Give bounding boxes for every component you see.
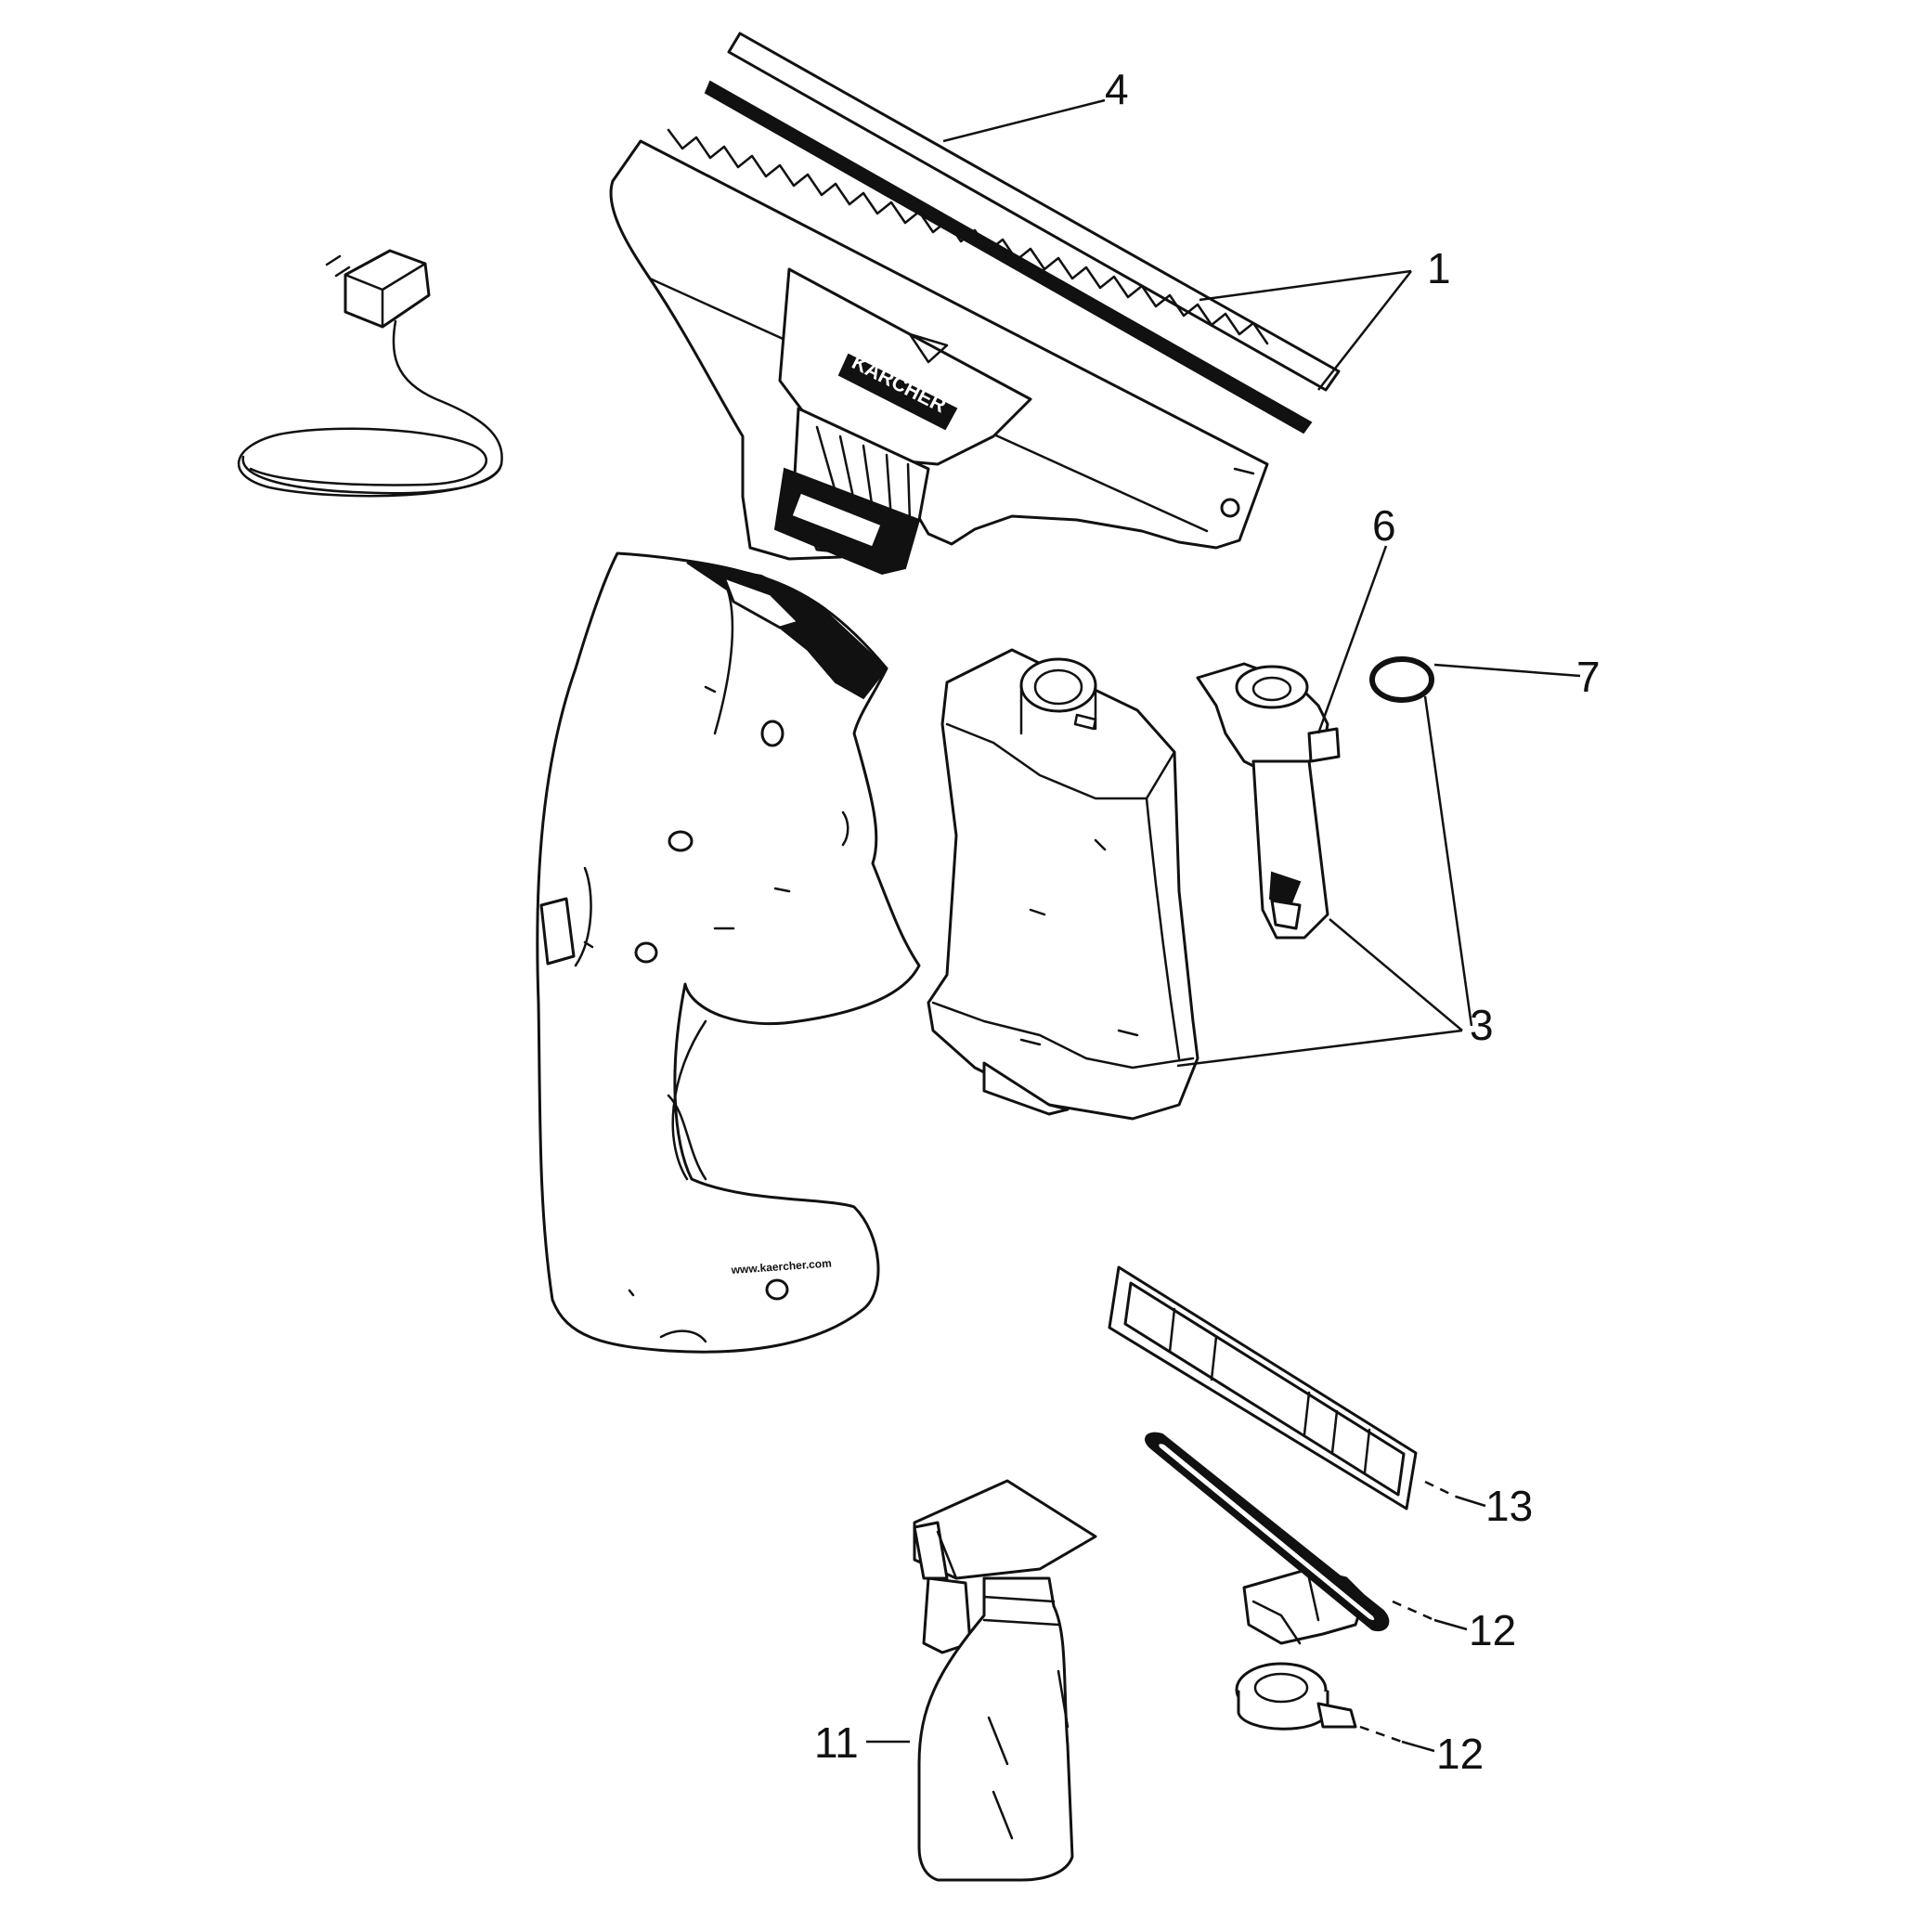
charger bbox=[238, 249, 503, 498]
wiper-cloth bbox=[1145, 1432, 1390, 1645]
seal-ring bbox=[1369, 656, 1434, 703]
callout-12-upper: 12 bbox=[1469, 1606, 1516, 1654]
leader-lines bbox=[866, 98, 1581, 1753]
charger-plug-pins bbox=[325, 254, 351, 278]
callout-3: 3 bbox=[1470, 1001, 1494, 1049]
callouts: 4 1 6 7 3 13 12 11 12 bbox=[814, 65, 1601, 1778]
nozzle-end-screw bbox=[1220, 498, 1240, 518]
spray-bottle-body bbox=[917, 1576, 1074, 1882]
suction-tube bbox=[1196, 662, 1341, 940]
callout-11: 11 bbox=[814, 1718, 859, 1767]
water-tank bbox=[927, 648, 1199, 1121]
callout-12-lower: 12 bbox=[1436, 1730, 1484, 1778]
charger-body bbox=[344, 249, 431, 329]
nozzle-serrations bbox=[667, 128, 1269, 345]
wiper-blade bbox=[704, 32, 1341, 434]
callout-6: 6 bbox=[1372, 501, 1396, 550]
squeegee-nozzle: KÄRCHER bbox=[609, 128, 1269, 576]
holder bbox=[1235, 1662, 1357, 1731]
callout-1: 1 bbox=[1427, 244, 1451, 292]
callout-13: 13 bbox=[1485, 1482, 1533, 1530]
nozzle-brand-plate bbox=[778, 267, 1032, 466]
tube-clip bbox=[1307, 727, 1341, 763]
charger-cable bbox=[238, 319, 503, 498]
spray-trigger-head bbox=[913, 1479, 1097, 1580]
housing-hole-2 bbox=[668, 830, 694, 852]
housing-side-button bbox=[539, 897, 576, 966]
tank-base bbox=[982, 1061, 1070, 1116]
housing: www.kaercher.com bbox=[536, 551, 921, 1354]
spray-bottle bbox=[913, 1479, 1097, 1882]
spray-trigger bbox=[922, 1576, 972, 1654]
label-strip bbox=[1108, 1265, 1418, 1511]
callout-4: 4 bbox=[1105, 65, 1129, 113]
housing-hole-3 bbox=[634, 941, 658, 964]
housing-hole-4 bbox=[765, 1278, 789, 1301]
callout-7: 7 bbox=[1576, 653, 1601, 701]
housing-hole-1 bbox=[760, 720, 784, 747]
